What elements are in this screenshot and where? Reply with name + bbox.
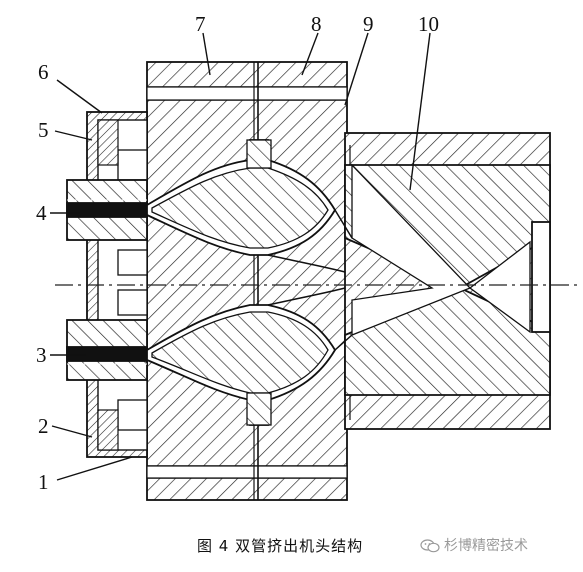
callout-6: 6 (38, 60, 49, 84)
watermark: 杉博精密技术 (420, 533, 528, 559)
callout-7: 7 (195, 12, 206, 36)
callout-3: 3 (36, 343, 47, 367)
main-body (146, 61, 348, 501)
callout-10: 10 (418, 12, 439, 36)
upper-mandrel (146, 139, 337, 256)
figure-caption: 图 4 双管挤出机头结构 杉博精密技术 (0, 533, 583, 559)
flow-channels (267, 209, 353, 351)
wechat-icon (420, 539, 440, 553)
callout-9: 9 (363, 12, 374, 36)
callout-1: 1 (38, 470, 49, 494)
callout-4: 4 (36, 201, 47, 225)
leader-lines (50, 32, 431, 481)
figure-title: 图 4 双管挤出机头结构 (197, 537, 364, 555)
callout-5: 5 (38, 118, 49, 142)
outer-die-body (344, 132, 551, 430)
watermark-text: 杉博精密技术 (444, 538, 528, 554)
callout-2: 2 (38, 414, 49, 438)
callout-8: 8 (311, 12, 322, 36)
lower-mandrel (146, 304, 337, 426)
inlet-pipes (66, 179, 148, 381)
